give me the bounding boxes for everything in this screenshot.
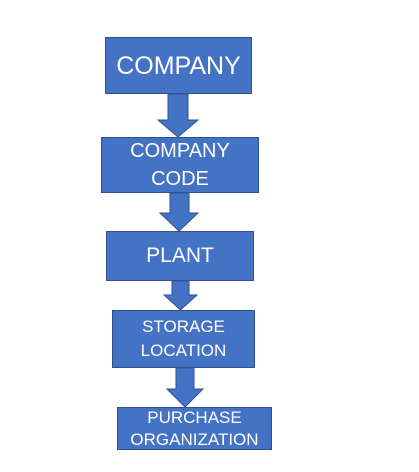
box-company: COMPANY: [105, 37, 252, 94]
box-storage-location-label: STORAGE LOCATION: [140, 317, 227, 360]
box-plant-label: PLANT: [146, 244, 214, 268]
arrow-plant-to-storage-location: [162, 280, 199, 311]
box-purchase-organization-label: PURCHASE ORGANIZATION: [130, 407, 259, 449]
arrow-company-code-to-plant: [158, 192, 200, 232]
arrow-storage-to-purchase: [165, 367, 205, 408]
box-storage-location: STORAGE LOCATION: [112, 310, 255, 368]
box-purchase-organization: PURCHASE ORGANIZATION: [117, 407, 272, 450]
box-company-code-label: COMPANY CODE: [130, 140, 230, 190]
arrow-company-to-company-code: [156, 93, 200, 138]
box-company-label: COMPANY: [116, 51, 241, 80]
box-plant: PLANT: [106, 231, 254, 281]
box-company-code: COMPANY CODE: [101, 137, 259, 193]
